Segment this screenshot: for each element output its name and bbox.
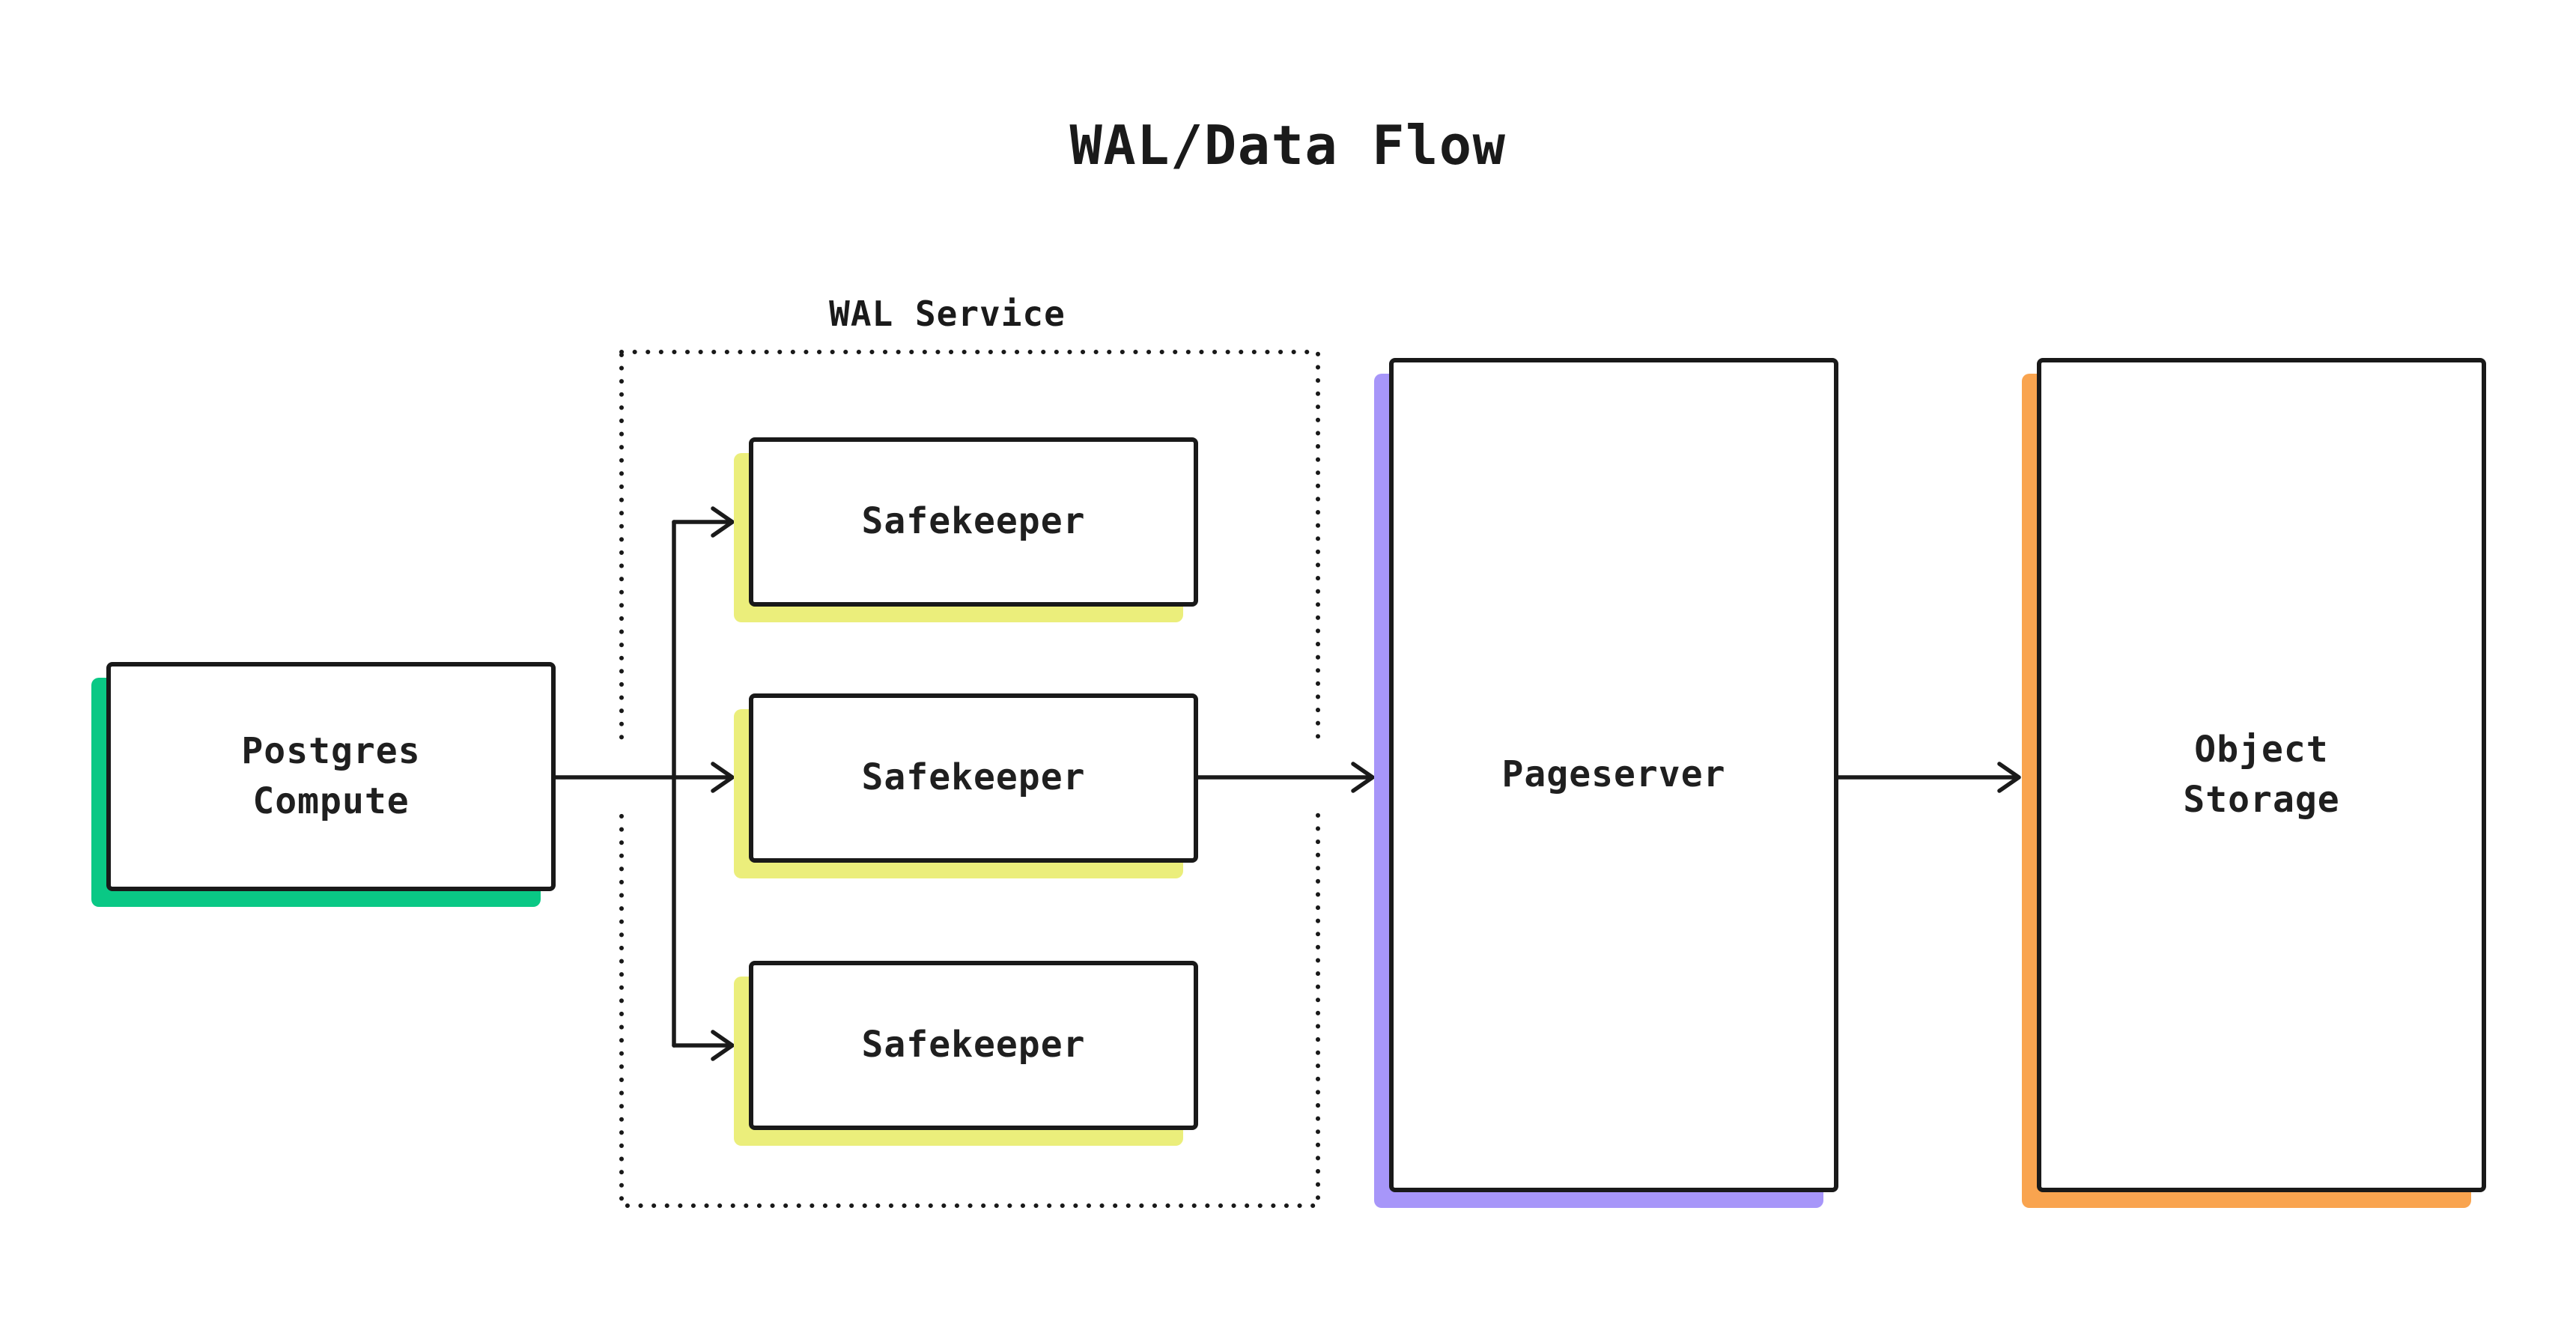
postgres-compute-box: Postgres Compute	[106, 662, 556, 891]
pageserver-box: Pageserver	[1389, 358, 1838, 1192]
safekeeper-3-label: Safekeeper	[861, 1024, 1086, 1066]
edge-postgres-to-safekeeper-2	[553, 762, 735, 793]
object-storage-label: Object Storage	[2183, 728, 2340, 821]
safekeeper-2-label: Safekeeper	[861, 756, 1086, 799]
postgres-compute-node: Postgres Compute	[91, 662, 556, 907]
safekeeper-2-node: Safekeeper	[734, 693, 1198, 878]
object-storage-box: Object Storage	[2037, 358, 2486, 1192]
safekeeper-1-node: Safekeeper	[734, 437, 1198, 622]
safekeeper-1-box: Safekeeper	[749, 437, 1198, 607]
pageserver-node: Pageserver	[1374, 358, 1838, 1208]
wal-service-label: WAL Service	[829, 294, 1066, 334]
edge-postgres-to-safekeeper-1	[672, 506, 735, 538]
safekeeper-2-box: Safekeeper	[749, 693, 1198, 863]
safekeeper-3-node: Safekeeper	[734, 961, 1198, 1146]
diagram-title: WAL/Data Flow	[1069, 114, 1507, 177]
safekeeper-3-box: Safekeeper	[749, 961, 1198, 1130]
object-storage-node: Object Storage	[2022, 358, 2486, 1208]
edge-postgres-to-safekeeper-3	[672, 1030, 735, 1061]
safekeeper-1-label: Safekeeper	[861, 500, 1086, 543]
edge-safekeeper-to-pageserver	[1196, 762, 1375, 793]
postgres-compute-label: Postgres Compute	[241, 729, 421, 822]
edge-pageserver-to-object-storage	[1836, 762, 2021, 793]
pageserver-label: Pageserver	[1501, 753, 1726, 796]
